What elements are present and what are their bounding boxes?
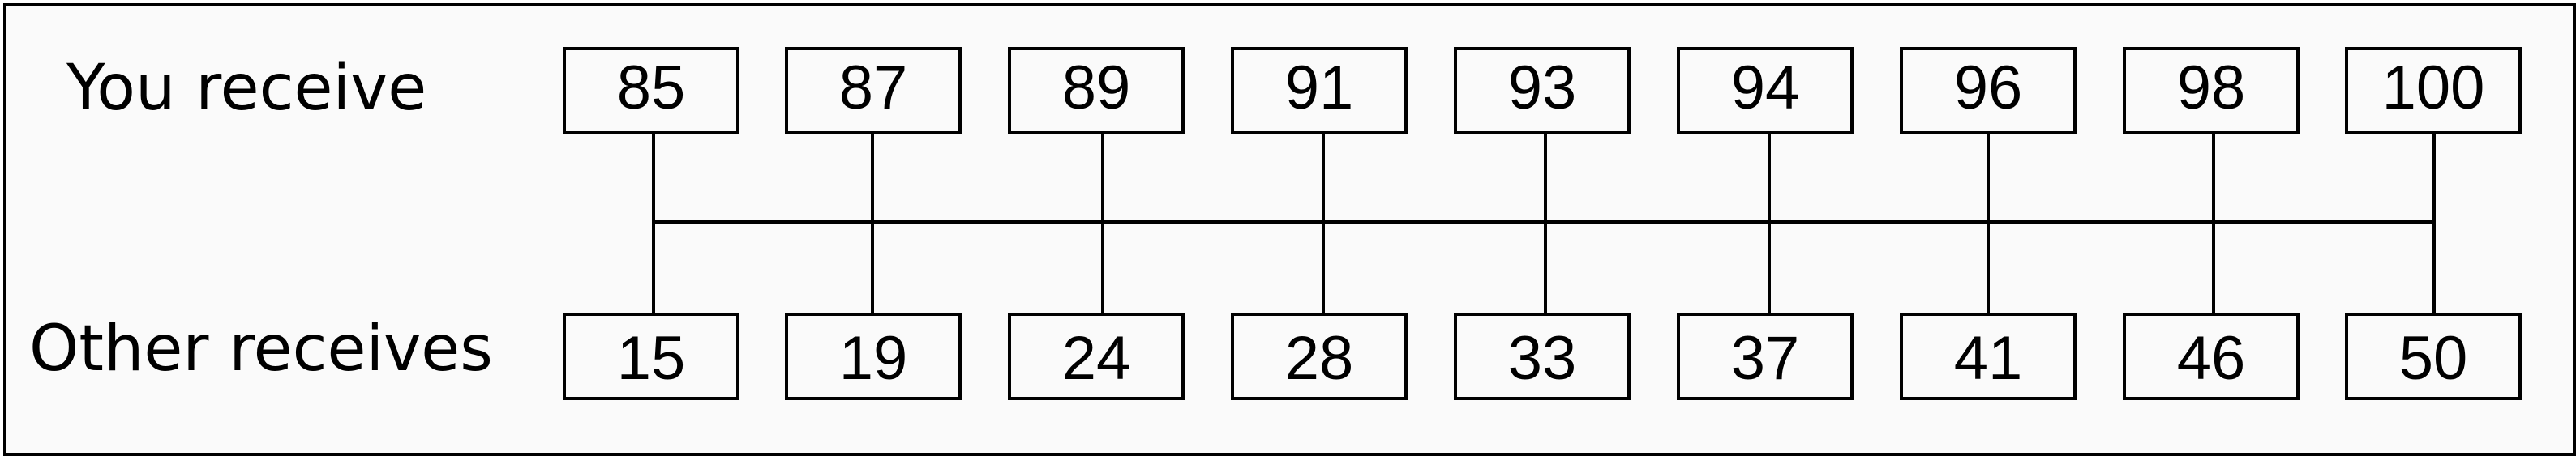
other-receives-value: 50 [2398,323,2468,393]
other-receives-box: 19 [785,313,962,400]
other-receives-box: 46 [2123,313,2300,400]
you-receive-box: 91 [1231,47,1408,134]
other-receives-box: 24 [1008,313,1185,400]
you-receive-box: 98 [2123,47,2300,134]
other-receives-box: 50 [2345,313,2522,400]
you-receive-value: 94 [1730,53,1800,122]
other-receives-value: 28 [1284,323,1354,393]
other-receives-value: 37 [1730,323,1800,393]
other-receives-box: 41 [1900,313,2077,400]
you-receive-value: 98 [2176,53,2246,122]
you-receive-box: 85 [563,47,739,134]
you-receive-value: 100 [2381,53,2485,122]
other-receives-value: 24 [1061,323,1131,393]
you-receive-box: 93 [1454,47,1631,134]
you-receive-value: 89 [1061,53,1131,122]
other-receives-label: Other receives [29,313,493,386]
other-receives-value: 15 [616,323,686,393]
other-receives-value: 41 [1953,323,2023,393]
you-receive-value: 87 [838,53,908,122]
you-receive-value: 96 [1953,53,2023,122]
you-receive-box: 100 [2345,47,2522,134]
you-receive-box: 96 [1900,47,2077,134]
other-receives-box: 37 [1677,313,1854,400]
you-receive-box: 89 [1008,47,1185,134]
other-receives-value: 19 [838,323,908,393]
other-receives-box: 15 [563,313,739,400]
you-receive-value: 91 [1284,53,1354,122]
you-receive-label: You receive [66,52,427,125]
you-receive-value: 93 [1507,53,1577,122]
other-receives-value: 33 [1507,323,1577,393]
other-receives-value: 46 [2176,323,2246,393]
other-receives-box: 33 [1454,313,1631,400]
you-receive-box: 87 [785,47,962,134]
other-receives-box: 28 [1231,313,1408,400]
you-receive-value: 85 [616,53,686,122]
you-receive-box: 94 [1677,47,1854,134]
